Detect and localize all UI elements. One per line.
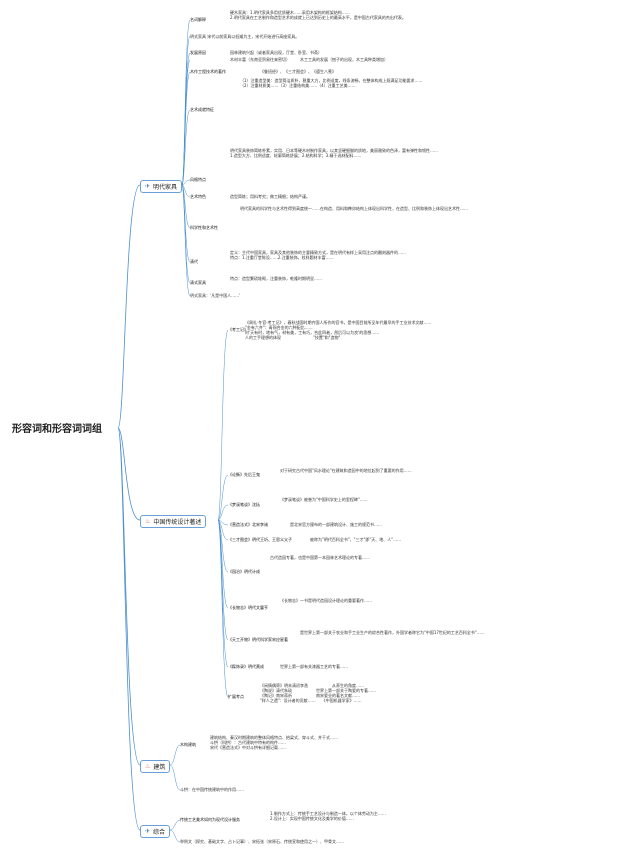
ming-label-treatises: 木作工程技术的著作 <box>190 69 226 74</box>
design-node-kaogongji: 《周礼·冬官·考工记》，春秋战国时期齐国人所作的官书，是中国目前所见年代最早的手… <box>245 320 432 340</box>
ming-node-definition: 硬木家具：1.明代家具多用优质硬木……采用木架构的框架结构…… 2.明代家具在工… <box>230 10 406 20</box>
design-label-yuanye: 《园冶》明代计成 <box>228 569 260 574</box>
branch-label: 综合 <box>153 829 166 836</box>
fire-icon: ♨ <box>145 762 151 770</box>
design-node-mengxi: 《梦溪笔谈》被誉为"中国科学史上的里程碑"…… <box>280 497 368 502</box>
design-label-sancai: 《三才图会》明代王圻、王思义父子 <box>228 537 292 542</box>
arch-child-connectors <box>169 744 181 791</box>
design-label-kaogongji: 《考工记》 <box>228 327 248 332</box>
ming-node-art-features: 造型简练；用料考究；做工精细；结构严谨。 <box>230 194 310 199</box>
ming-label-art-features: 艺术特色 <box>190 194 206 199</box>
design-label-changwu: 《长物志》明代文震亨 <box>228 605 268 610</box>
design-node-extended: 《闲情偶寄》明末清初李渔 从养生的角度…… 《陶说》清代朱琰 世界上第一部关于陶… <box>260 683 376 703</box>
design-node-lunheng: 对于研究古代中国"风水理论"在建筑和造园中的地位起到了重要的作用…… <box>280 468 412 473</box>
ming-node-treatises: 《鲁班经》、《三才图会》、《遵生八笺》 <box>260 69 336 74</box>
ming-label-achievement: 艺术成就特征 <box>190 107 214 112</box>
ming-node-style: 明代家具装饰简练朴素，实用、日本等硬木材制作家具，以其坚硬细腻的质地，美丽雅致的… <box>230 148 438 158</box>
ming-label-qing: 清代 <box>190 259 198 264</box>
design-node-tiangong: 是世界上第一部关于农业和手工业生产的综合性著作，外国学者称它为"中国17世纪的工… <box>300 630 485 635</box>
synthesis-node-script: 举例文（探究、基础文字、占卜记事）、宋拓张（宋原石、传统宣和使用之一）、甲骨文…… <box>180 839 344 844</box>
root-to-ming <box>117 184 141 429</box>
design-node-sancai: 被称为"明代百科全书"，"三才"即"天、地、人"…… <box>310 537 402 542</box>
design-node-yingzao: 是北宋官方颁布的一部建筑设计、施工的规范书…… <box>290 522 382 527</box>
synthesis-label-modern: 传统工艺美术如何为现代设计服务 <box>180 817 240 822</box>
ming-label-reasons: 发展原因 <box>190 50 206 55</box>
ming-child-connectors <box>181 19 191 297</box>
arch-node-wood: 建筑结构、秦汉时期建筑的整体风格特点、抬梁式、穿斗式、井干式…… 斗拱（科拱）：… <box>210 735 338 750</box>
fire-icon: ♨ <box>145 517 151 525</box>
synthesis-node-modern: 1.制作方式上：传统手工艺设计与制造一体，以个体劳动为主…… 2.设计上：实现中… <box>270 811 386 821</box>
ming-node-qing: 定义：主代中国家具，家具及其他装饰的主要精致方式，是在明代有样上采用注点的雕刻器… <box>230 250 406 260</box>
branch-label: 建筑 <box>153 764 166 771</box>
design-label-extended: 扩展考点 <box>228 694 244 699</box>
branch-design[interactable]: ♨ 中国传统设计著述 <box>140 515 207 528</box>
branch-synthesis[interactable]: ✈ 综合 <box>140 825 171 838</box>
rocket-icon: ✈ <box>145 182 151 190</box>
design-node-changwu: 《长物志》一书是明代造园设计理论的重要著作…… <box>280 598 372 603</box>
ming-node-quote: 明式家具：'凡是中国人……' <box>190 293 241 298</box>
ming-label-qing-style: 清式家具 <box>190 280 206 285</box>
branch-label: 明代家具 <box>153 184 178 191</box>
design-label-xiushi: 《髹饰录》明代黄成 <box>228 664 264 669</box>
design-label-mengxi: 《梦溪笔谈》沈括 <box>228 502 260 507</box>
root-to-design <box>117 427 141 521</box>
ming-node-reasons-2: 木材丰富（东南亚贸易往来密切） 木工工具的发展（刨子的出现，木工具种类增加） <box>230 57 388 62</box>
ming-node-style-origin: 明式家具 宋代以前家具以低矮为主，宋代开始进行高座家具。 <box>190 34 300 39</box>
arch-node-dougong: 斗拱：在中国传统建筑中的作用…… <box>180 787 244 792</box>
design-node-xiushi: 世界上第一部有关漆器工艺的专著…… <box>280 664 348 669</box>
ming-node-science-art: 明代家具的科学性与艺术性得到高度统一……在构造、用料和榫卯结构上体现出科学性，在… <box>240 206 468 211</box>
branch-label: 中国传统设计著述 <box>153 519 202 526</box>
root-title: 形容词和形容词词组 <box>12 424 102 435</box>
root-to-synthesis <box>117 427 141 831</box>
design-label-yingzao: 《营造法式》北宋李诫 <box>228 522 268 527</box>
design-label-tiangong: 《天工开物》明代科学家宋应星著 <box>228 637 288 642</box>
branch-ming[interactable]: ✈ 明代家具 <box>140 180 183 193</box>
branch-arch[interactable]: ♨ 建筑 <box>140 760 171 773</box>
ming-label-definition: 名词解释 <box>190 17 206 22</box>
ming-node-qing-style: 特点：造型繁琐堆砌，注重装饰，乾隆时期明显…… <box>230 276 322 281</box>
ming-label-science-art: 科学性和艺术性 <box>190 225 218 230</box>
rocket-icon: ✈ <box>145 827 151 835</box>
design-node-yuanye: 古代造园专著，也是中国第一本园林艺术理论的专著…… <box>270 555 370 560</box>
ming-label-style: 风格特点 <box>190 177 206 182</box>
arch-label-wood: 木构建筑 <box>180 742 196 747</box>
design-label-lunheng: 《论衡》先后王鬼 <box>228 472 260 477</box>
synthesis-child-connectors <box>169 819 181 843</box>
design-child-connectors <box>217 329 229 698</box>
ming-node-reasons: 园林建筑兴起（或者家具出现，厅堂、卧室、书斋） <box>230 50 322 55</box>
ming-node-achievement: （1）注重造型美：造型简洁质朴，稳重大方，比例适度，线条流畅，在整体构成上既满足… <box>240 78 423 88</box>
